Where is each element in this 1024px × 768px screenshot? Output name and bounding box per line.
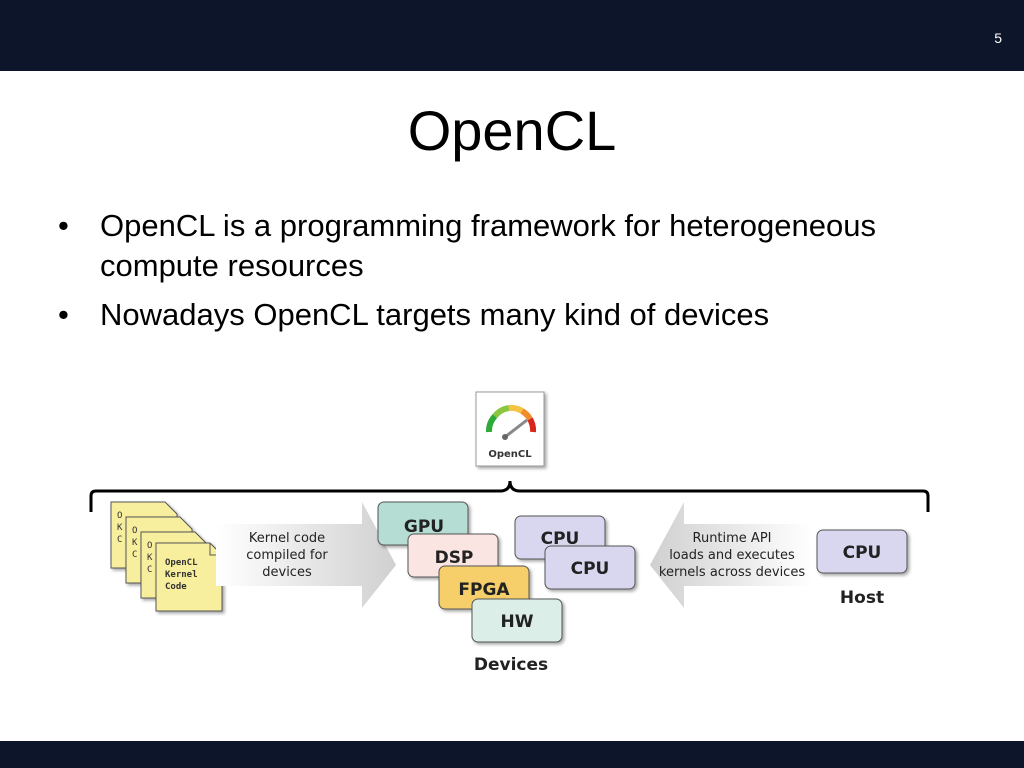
runtime-arrow: Runtime API loads and executes kernels a… bbox=[650, 502, 812, 608]
arrow-text: loads and executes bbox=[669, 548, 795, 563]
speedometer-icon bbox=[486, 404, 537, 440]
bullet-text: OpenCL is a programming framework for he… bbox=[100, 208, 876, 283]
device-label: CPU bbox=[541, 529, 580, 549]
device-label: DSP bbox=[435, 548, 474, 568]
compile-arrow: Kernel code compiled for devices bbox=[216, 502, 396, 608]
bottom-bar bbox=[0, 741, 1024, 768]
slide-title: OpenCL bbox=[407, 99, 617, 162]
arrow-text: compiled for bbox=[246, 548, 328, 563]
arrow-text: kernels across devices bbox=[659, 565, 805, 580]
host-cpu: CPU bbox=[816, 529, 908, 574]
file-fragment: O bbox=[117, 511, 122, 521]
slide-number: 5 bbox=[994, 30, 1002, 46]
bracket-line bbox=[89, 480, 930, 512]
file-fragment: C bbox=[147, 565, 152, 575]
file-fragment: K bbox=[147, 553, 153, 563]
bullet-marker: • bbox=[58, 208, 69, 243]
kernel-file-front: OpenCL Kernel Code bbox=[155, 542, 223, 612]
bullet-text: Nowadays OpenCL targets many kind of dev… bbox=[100, 297, 770, 332]
bullet-list: • OpenCL is a programming framework for … bbox=[58, 206, 978, 344]
file-fragment: C bbox=[132, 550, 137, 560]
device-label: FPGA bbox=[458, 580, 510, 600]
logo-label: OpenCL bbox=[488, 449, 532, 460]
device-label: CPU bbox=[571, 559, 610, 579]
bullet-item: • Nowadays OpenCL targets many kind of d… bbox=[58, 295, 978, 335]
file-fragment: O bbox=[132, 526, 137, 536]
bullet-item: • OpenCL is a programming framework for … bbox=[58, 206, 978, 286]
host-caption: Host bbox=[840, 588, 884, 608]
kernel-file-line: OpenCL bbox=[165, 558, 198, 568]
arrow-text: devices bbox=[262, 565, 312, 580]
file-fragment: C bbox=[117, 535, 122, 545]
cpu-device: CPU bbox=[544, 545, 636, 590]
device-label: CPU bbox=[843, 543, 882, 563]
arrow-text: Runtime API bbox=[693, 531, 772, 546]
kernel-file-stack: O K C O K C O K C OpenCL Kernel Code bbox=[110, 501, 223, 612]
fpga-device: FPGA bbox=[438, 565, 530, 610]
opencl-diagram: OpenCL O K C O K C O K C OpenCL Kernel C… bbox=[89, 391, 930, 675]
kernel-file-line: Code bbox=[165, 582, 187, 592]
arrow-shape bbox=[216, 502, 396, 608]
kernel-file-line: Kernel bbox=[165, 570, 198, 580]
host-group: CPU Host bbox=[816, 529, 908, 608]
arrow-text: Kernel code bbox=[249, 531, 325, 546]
arrow-shape bbox=[650, 502, 812, 608]
bullet-marker: • bbox=[58, 297, 69, 332]
file-fragment: K bbox=[132, 538, 138, 548]
devices-caption: Devices bbox=[474, 655, 548, 675]
top-bar: 5 bbox=[0, 0, 1024, 71]
hw-device: HW bbox=[471, 598, 563, 643]
file-fragment: O bbox=[147, 541, 152, 551]
opencl-logo: OpenCL bbox=[475, 391, 545, 467]
device-label: HW bbox=[501, 612, 534, 632]
devices-group: GPU DSP FPGA HW CPU CPU Devices bbox=[377, 501, 636, 675]
file-fragment: K bbox=[117, 523, 123, 533]
device-label: GPU bbox=[404, 517, 444, 537]
